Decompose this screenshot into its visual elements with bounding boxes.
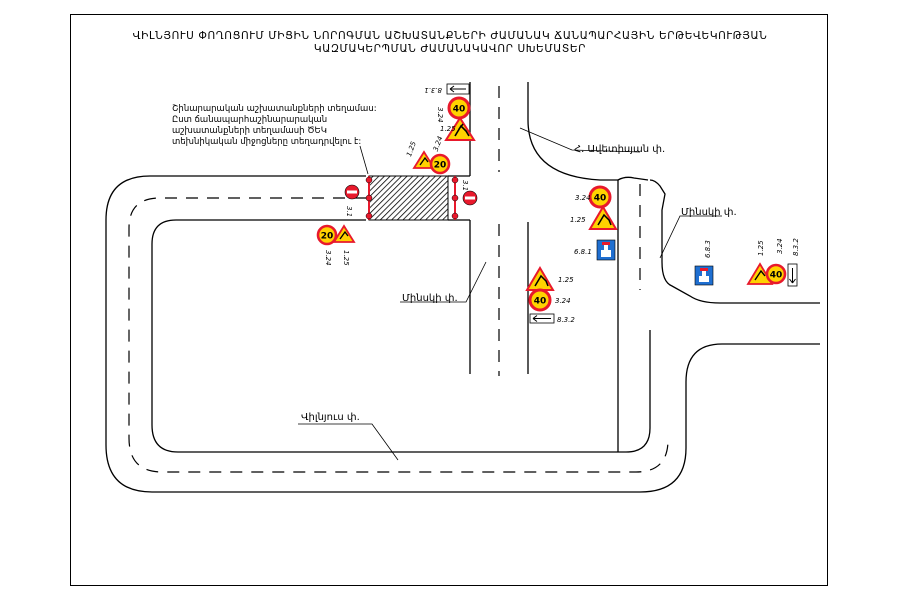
dead-end-sign-center [596,239,616,261]
leader-minsk-right [659,215,722,259]
leader-avetisyan [519,127,641,153]
speed-limit-value-lower-20: 20 [321,232,334,242]
roadwork-sign-right-upper [588,205,618,230]
roadwork-sign-upper-left [412,150,436,169]
street-label-minsk-right: Մինսկի փ. [681,207,737,218]
sign-code-3-1-right: 3.1 [461,180,469,191]
no-entry-sign-left [344,184,360,200]
sign-code-6-8-3: 6.8.3 [704,240,712,258]
sign-code-3-24-upper: 3.24 [432,135,445,152]
sign-code-3-24-right: 3.24 [776,238,784,254]
direction-plate-top [446,83,470,95]
sign-code-1-25-right: 1.25 [757,240,765,256]
street-label-minsk-center: Մինսկի փ. [402,293,458,304]
worksite-note-line-1: Շինարարական աշխատանքների տեղամաս: [172,104,377,114]
road-branch-curve [617,176,649,181]
sign-code-1-25-right-upper: 1.25 [570,216,586,224]
leader-lines [298,127,722,461]
leader-vilnyus [298,423,399,461]
roadwork-sign-lower-left [332,224,356,243]
no-entry-sign-right [462,190,478,206]
direction-plate-right [787,263,798,287]
sign-code-6-8-1: 6.8.1 [574,248,592,256]
road-right-branch-edge [649,179,820,304]
barrier-left [365,176,373,220]
worksite-edges [448,175,470,221]
sign-code-8-3-2-right: 8.3.2 [792,238,800,256]
speed-limit-sign-top: 40 [447,96,471,120]
sign-code-1-25-upper: 1.25 [405,140,418,158]
barrier-right [451,176,459,220]
speed-limit-sign-upper-20: 20 [429,153,451,175]
worksite-hatched-area [368,175,449,221]
sign-code-8-3-1-top: 8.3.1 [424,86,442,94]
speed-limit-value-upper-20: 20 [434,161,447,171]
title-line-2: ԿԱԶՄԱԿԵՐՊՄԱՆ ԺԱՄԱՆԱԿԱՎՈՐ ՍԽԵՄԱՏԵՐ [313,43,587,55]
title-line-1: ՎԻԼՆՅՈՒՍ ՓՈՂՈՑՈՒՄ ՄԻՑԻՆ ՆՈՐՈԳՄԱՆ ԱՇԽԱՏԱՆ… [132,30,768,42]
worksite-note-line-3: աշխատանքների տեղամասի ԾԵԿ [172,126,327,136]
direction-plate-center [529,313,555,324]
road-outer-edge [105,175,820,493]
street-label-avetisyan: Հ. Ավետիսյան փ. [574,144,666,155]
speed-limit-value-center: 40 [534,297,547,307]
road-edges [105,82,820,493]
leader-minsk-center [400,261,487,303]
sign-code-1-25-lower: 1.25 [342,250,350,266]
road-center-right-edge [527,82,618,181]
worksite-note: Շինարարական աշխատանքների տեղամաս: Ըստ ճա… [172,104,402,148]
sign-code-3-24-lower: 3.24 [324,250,332,266]
roadwork-sign-center [525,266,555,291]
road-inner-edge [151,219,651,453]
speed-limit-value-right-upper: 40 [594,194,607,204]
sign-code-1-25-center: 1.25 [558,276,574,284]
street-label-vilnyus: Վիլնյուս փ. [301,412,360,423]
dead-end-sign-right [694,265,714,286]
sign-code-1-25-top: 1.25 [440,125,456,133]
speed-limit-sign-right: 40 [765,263,787,285]
speed-limit-sign-lower-20: 20 [316,224,338,246]
leader-worksite-note [359,145,369,175]
speed-limit-value-right: 40 [770,271,783,281]
sign-code-8-3-2-center: 8.3.2 [557,316,575,324]
speed-limit-sign-right-upper: 40 [588,185,612,209]
sign-code-3-24-top: 3.24 [436,107,444,123]
worksite-note-line-2: Ըստ ճանապարհաշինարարական [172,115,328,125]
sign-code-3-24-right-upper: 3.24 [575,194,591,202]
lane-markings [128,86,669,473]
speed-limit-sign-center: 40 [528,288,552,312]
drawing-frame [70,14,828,586]
lane-line-loop [128,197,669,473]
sign-code-3-1-left: 3.1 [345,206,353,217]
speed-limit-value-top: 40 [453,105,466,115]
sign-code-3-24-center: 3.24 [555,297,571,305]
worksite-note-line-4: տեխնիկական միջոցները տեղադրվելու է: [172,137,362,147]
roadwork-sign-top [444,116,476,141]
